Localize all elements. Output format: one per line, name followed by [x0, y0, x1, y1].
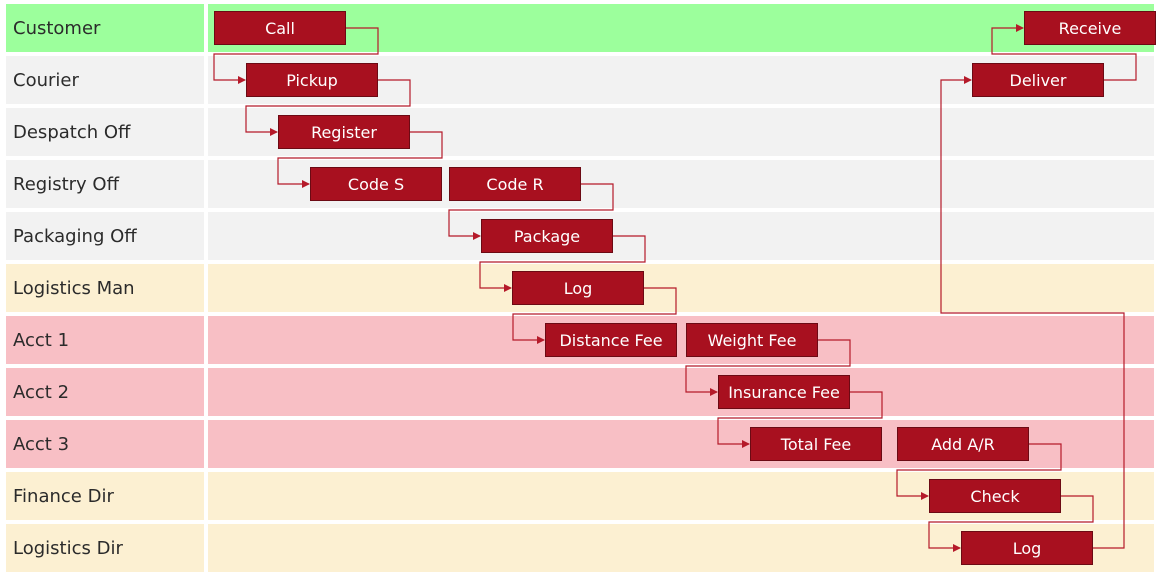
lane-label-acct-3: Acct 3 — [6, 420, 204, 468]
lane-body-acct-1 — [208, 316, 1154, 364]
lane-label-acct-2: Acct 2 — [6, 368, 204, 416]
task-distance-fee[interactable]: Distance Fee — [545, 323, 677, 357]
lane-label-packaging-off: Packaging Off — [6, 212, 204, 260]
lane-body-acct-2 — [208, 368, 1154, 416]
lane-body-packaging-off — [208, 212, 1154, 260]
lane-label-despatch-off: Despatch Off — [6, 108, 204, 156]
lane-label-courier: Courier — [6, 56, 204, 104]
task-log-dir[interactable]: Log — [961, 531, 1093, 565]
task-weight-fee[interactable]: Weight Fee — [686, 323, 818, 357]
lane-body-logistics-man — [208, 264, 1154, 312]
task-insurance-fee[interactable]: Insurance Fee — [718, 375, 850, 409]
task-call[interactable]: Call — [214, 11, 346, 45]
lane-label-customer: Customer — [6, 4, 204, 52]
lane-label-acct-1: Acct 1 — [6, 316, 204, 364]
task-package[interactable]: Package — [481, 219, 613, 253]
task-register[interactable]: Register — [278, 115, 410, 149]
task-deliver[interactable]: Deliver — [972, 63, 1104, 97]
lane-label-logistics-dir: Logistics Dir — [6, 524, 204, 572]
task-total-fee[interactable]: Total Fee — [750, 427, 882, 461]
lane-label-logistics-man: Logistics Man — [6, 264, 204, 312]
task-check[interactable]: Check — [929, 479, 1061, 513]
task-code-s[interactable]: Code S — [310, 167, 442, 201]
lane-label-registry-off: Registry Off — [6, 160, 204, 208]
task-log-man[interactable]: Log — [512, 271, 644, 305]
task-pickup[interactable]: Pickup — [246, 63, 378, 97]
lane-label-finance-dir: Finance Dir — [6, 472, 204, 520]
task-receive[interactable]: Receive — [1024, 11, 1156, 45]
task-code-r[interactable]: Code R — [449, 167, 581, 201]
task-add-ar[interactable]: Add A/R — [897, 427, 1029, 461]
lane-body-customer — [208, 4, 1154, 52]
